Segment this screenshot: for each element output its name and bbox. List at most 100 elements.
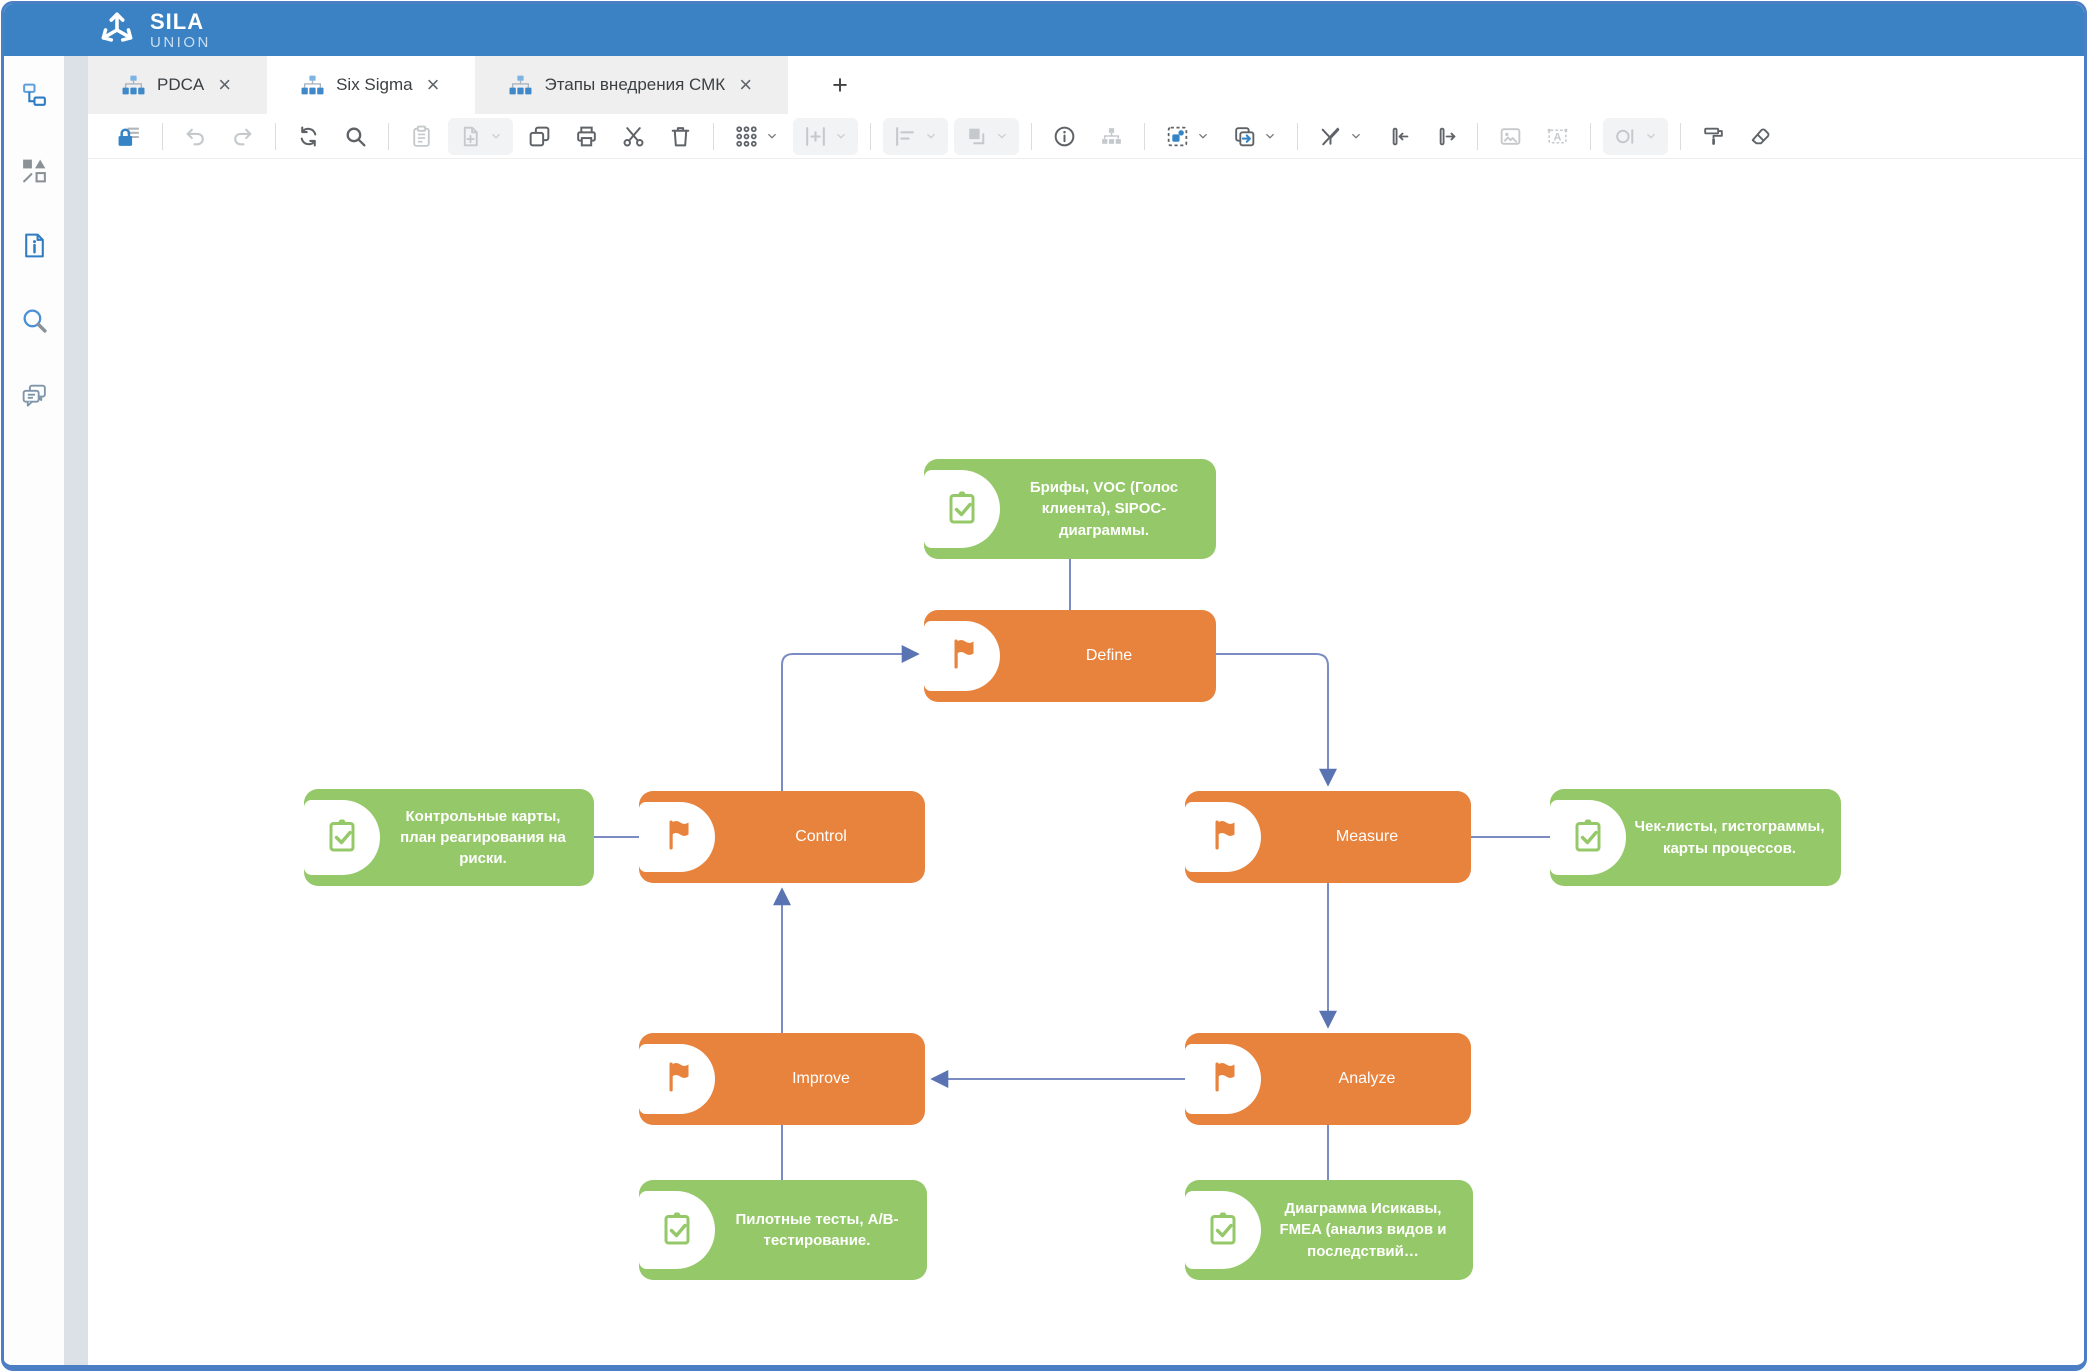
paste-button[interactable] bbox=[401, 119, 442, 154]
grid-button[interactable] bbox=[726, 119, 787, 154]
clipboard-check-icon bbox=[1205, 1208, 1241, 1253]
chevron-down-icon bbox=[1196, 129, 1210, 143]
zoom-search-icon bbox=[343, 124, 368, 149]
refresh-icon bbox=[296, 124, 321, 149]
copy-to-icon bbox=[1232, 124, 1257, 149]
lock-button[interactable] bbox=[109, 119, 150, 154]
flag-icon bbox=[1205, 1057, 1241, 1102]
diagram-icon bbox=[301, 75, 324, 96]
clipboard-check-icon bbox=[659, 1208, 695, 1253]
collapse-incoming-button[interactable] bbox=[1377, 119, 1418, 154]
note-measure[interactable]: Чек-листы, гистограммы, карты процессов. bbox=[1550, 789, 1841, 886]
chevron-down-icon bbox=[834, 129, 848, 143]
close-icon[interactable]: × bbox=[426, 72, 440, 97]
sidebar-comments-button[interactable] bbox=[17, 380, 51, 414]
note-text: Чек-листы, гистограммы, карты процессов. bbox=[1634, 818, 1825, 857]
grid-icon bbox=[734, 124, 759, 149]
stage-label: Measure bbox=[1335, 828, 1399, 845]
insert-page-button[interactable] bbox=[448, 117, 513, 155]
chevron-down-icon bbox=[995, 129, 1009, 143]
delete-icon bbox=[668, 124, 693, 149]
note-improve[interactable]: Пилотные тесты, A/B-тестирование. bbox=[639, 1180, 927, 1280]
stage-define[interactable]: Define bbox=[924, 610, 1216, 702]
toolbar-divider bbox=[275, 122, 276, 150]
refresh-button[interactable] bbox=[288, 119, 329, 154]
search-icon bbox=[20, 306, 49, 338]
chevron-down-icon bbox=[924, 129, 938, 143]
hierarchy-icon bbox=[1099, 124, 1124, 149]
model-tree-icon bbox=[20, 81, 49, 113]
filter-off-button[interactable] bbox=[1310, 119, 1371, 154]
sidebar-model-tree-button[interactable] bbox=[17, 80, 51, 114]
text-annotation-button[interactable]: A bbox=[1537, 119, 1578, 154]
align-icon bbox=[893, 124, 918, 149]
toolbar-divider bbox=[1297, 122, 1298, 150]
stage-badge bbox=[1185, 802, 1261, 872]
left-sidebar bbox=[4, 56, 64, 1365]
flag-icon bbox=[659, 815, 695, 860]
collapse-incoming-icon bbox=[1385, 124, 1410, 149]
toolbar: A bbox=[88, 114, 2084, 159]
format-painter-button[interactable] bbox=[1693, 119, 1734, 154]
stage-control[interactable]: Control bbox=[639, 791, 925, 883]
toolbar-divider bbox=[870, 122, 871, 150]
toolbar-divider bbox=[1144, 122, 1145, 150]
note-text: Пилотные тесты, A/B-тестирование. bbox=[735, 1210, 899, 1249]
zoom-search-button[interactable] bbox=[335, 119, 376, 154]
close-icon[interactable]: × bbox=[739, 72, 753, 97]
eraser-button[interactable] bbox=[1740, 119, 1781, 154]
close-icon[interactable]: × bbox=[218, 72, 232, 97]
print-icon bbox=[574, 124, 599, 149]
spacing-button[interactable] bbox=[793, 117, 858, 155]
tab-pdca[interactable]: PDCA × bbox=[88, 56, 268, 114]
tab-six-sigma[interactable]: Six Sigma × bbox=[267, 56, 476, 114]
align-button[interactable] bbox=[883, 117, 948, 155]
shape-style-button[interactable] bbox=[1603, 117, 1668, 155]
connector-control-define[interactable] bbox=[781, 645, 920, 791]
comments-icon bbox=[20, 381, 49, 413]
note-define[interactable]: Брифы, VOC (Голос клиента), SIPOC-диагра… bbox=[924, 459, 1216, 559]
stage-analyze[interactable]: Analyze bbox=[1185, 1033, 1471, 1125]
paste-icon bbox=[409, 124, 434, 149]
diagram-icon bbox=[122, 75, 145, 96]
cut-button[interactable] bbox=[613, 119, 654, 154]
arrange-button[interactable] bbox=[954, 117, 1019, 155]
brand-line1: SILA bbox=[150, 8, 205, 34]
select-elements-button[interactable] bbox=[1157, 119, 1218, 154]
tab-label: Этапы внедрения СМК bbox=[544, 75, 726, 94]
sidebar-document-info-button[interactable] bbox=[17, 230, 51, 264]
info-button[interactable] bbox=[1044, 119, 1085, 154]
copy-to-button[interactable] bbox=[1224, 119, 1285, 154]
eraser-icon bbox=[1748, 124, 1773, 149]
stage-label: Define bbox=[1085, 647, 1133, 664]
diagram-canvas[interactable]: Брифы, VOC (Голос клиента), SIPOC-диагра… bbox=[4, 4, 2084, 1365]
delete-button[interactable] bbox=[660, 119, 701, 154]
select-elements-icon bbox=[1165, 124, 1190, 149]
hierarchy-button[interactable] bbox=[1091, 119, 1132, 154]
flag-icon bbox=[1205, 815, 1241, 860]
brand-text: SILA UNION bbox=[150, 8, 211, 50]
copy-button[interactable] bbox=[519, 119, 560, 154]
collapse-outgoing-button[interactable] bbox=[1424, 119, 1465, 154]
toolbar-divider bbox=[1031, 122, 1032, 150]
undo-button[interactable] bbox=[175, 119, 216, 154]
note-control[interactable]: Контрольные карты, план реагирования на … bbox=[304, 789, 594, 886]
info-icon bbox=[1052, 124, 1077, 149]
panel-splitter[interactable] bbox=[64, 56, 88, 1365]
cut-icon bbox=[621, 124, 646, 149]
note-badge bbox=[304, 800, 380, 875]
toolbar-divider bbox=[1680, 122, 1681, 150]
tab-etapy-vnedreniya-smk[interactable]: Этапы внедрения СМК × bbox=[475, 56, 789, 114]
note-analyze[interactable]: Диаграмма Исикавы, FMEA (анализ видов и … bbox=[1185, 1180, 1473, 1280]
stage-measure[interactable]: Measure bbox=[1185, 791, 1471, 883]
stage-improve[interactable]: Improve bbox=[639, 1033, 925, 1125]
redo-button[interactable] bbox=[222, 119, 263, 154]
connector-define-measure[interactable] bbox=[1216, 653, 1337, 787]
image-button[interactable] bbox=[1490, 119, 1531, 154]
sidebar-shapes-palette-button[interactable] bbox=[17, 155, 51, 189]
print-button[interactable] bbox=[566, 119, 607, 154]
note-text: Диаграмма Исикавы, FMEA (анализ видов и … bbox=[1279, 1200, 1447, 1260]
new-tab-button[interactable]: + bbox=[822, 56, 858, 114]
sidebar-search-button[interactable] bbox=[17, 305, 51, 339]
